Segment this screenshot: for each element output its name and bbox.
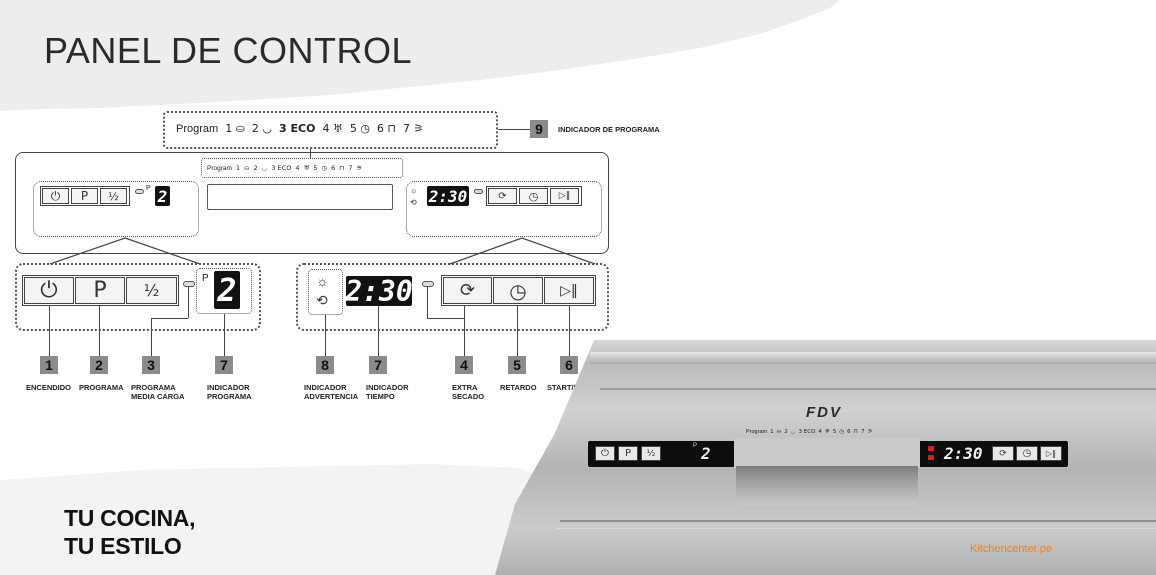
appliance-handle-frame	[734, 438, 920, 468]
program-item-3: 3 ECO	[279, 122, 316, 135]
right-zoom-group	[296, 263, 609, 331]
mini-power-button[interactable]: ⏻	[42, 188, 69, 204]
caption-retardo: RETARDO	[500, 383, 537, 392]
appliance-power-button[interactable]: ⏻	[595, 446, 615, 461]
program-indicator-caption: INDICADOR DE PROGRAMA	[558, 125, 660, 134]
handle-recess	[207, 184, 393, 210]
caption-indicador-advertencia: INDICADOR ADVERTENCIA	[304, 383, 359, 401]
caption-start-pausa: START/PAUSA	[547, 383, 600, 392]
control-panel-overview	[15, 152, 609, 254]
time-display: 2:30	[345, 274, 413, 308]
caption-encendido: ENCENDIDO	[26, 383, 72, 392]
badge-9: 9	[530, 120, 548, 138]
shower-icon: ⚞	[413, 122, 424, 135]
glasses-icon: ⊓	[387, 122, 397, 135]
caption-indicador-programa: INDICADOR PROGRAMA	[207, 383, 252, 401]
delay-button[interactable]: ◷	[493, 277, 543, 304]
mini-p-mark: P	[146, 185, 151, 192]
mini-extra-dry-button[interactable]: ⟳	[488, 188, 517, 204]
appliance-program-button[interactable]: P	[618, 446, 638, 461]
bowl-icon: ◡	[262, 122, 273, 135]
slogan-line-1: TU COCINA,	[64, 505, 196, 531]
caption-indicador-tiempo: INDICADOR TIEMPO	[366, 383, 409, 401]
program-item-4: 4 ♅	[322, 122, 343, 135]
mini-warning-icons: ☼⟲	[410, 186, 418, 207]
program-item-6: 6 ⊓	[376, 122, 397, 135]
caption-extra-secado: EXTRA SECADO	[452, 383, 485, 401]
caption-programa-media-carga: PROGRAMA MEDIA CARGA	[131, 383, 185, 401]
zoom-arrows	[49, 237, 596, 265]
appliance-program-digit: 2	[701, 444, 711, 463]
program-item-1: 1 ⛀	[225, 122, 245, 135]
program-indicator-strip	[163, 111, 498, 149]
program-item-2: 2 ◡	[251, 122, 273, 135]
panel-top-line	[600, 388, 1156, 390]
badge-6: 6	[560, 356, 578, 374]
badge-1: 1	[40, 356, 58, 374]
panel-seam-1	[560, 520, 1156, 522]
warning-indicator-icons: ☼⟲	[316, 273, 329, 308]
program-indicator-row: Program 1 ⛀ 2 ◡ 3 ECO 4 ♅ 5 ◷ 6 ⊓ 7 ⚞	[176, 122, 423, 135]
slogan-line-2: TU ESTILO	[64, 533, 182, 559]
appliance-program-row: Program 1⛀ 2◡ 3 ECO 4♅ 5◷ 6⊓ 7⚞	[746, 429, 873, 435]
half-load-indicator	[183, 281, 195, 287]
appliance-start-pause-button[interactable]: ▷‖	[1040, 446, 1062, 461]
mini-program-button[interactable]: P	[71, 188, 98, 204]
caption-programa: PROGRAMA	[79, 383, 124, 392]
program-label: Program	[176, 122, 219, 135]
badge-2: 2	[90, 356, 108, 374]
program-button[interactable]: P	[75, 277, 125, 304]
mini-program-digit: 2	[155, 186, 170, 206]
mini-half-load-button[interactable]: ½	[100, 188, 127, 204]
start-pause-button[interactable]: ▷‖	[544, 277, 594, 304]
program-item-5: 5 ◷	[349, 122, 370, 135]
mini-start-pause-button[interactable]: ▷‖	[550, 188, 579, 204]
torn-paper-bottom	[0, 464, 580, 575]
led-red-bottom	[928, 455, 934, 460]
power-button[interactable]: ⏻	[24, 277, 74, 304]
watermark: Kitchencenter.pe	[970, 543, 1052, 555]
appliance-extra-dry-button[interactable]: ⟳	[992, 446, 1014, 461]
led-red-top	[928, 446, 934, 451]
torn-paper-top	[0, 0, 840, 111]
pot-icon: ⛀	[235, 122, 245, 135]
clock-90-icon: ◷	[360, 122, 370, 135]
program-item-7: 7 ⚞	[403, 122, 424, 135]
mini-time-display: 2:30	[427, 186, 469, 206]
half-load-button[interactable]: ½	[126, 277, 177, 304]
appliance-half-load-button[interactable]: ½	[641, 446, 661, 461]
appliance-handle	[736, 466, 918, 506]
appliance-p-mark: P	[693, 443, 698, 449]
mini-program-row: Program 1⛀ 2◡ 3 ECO 4♅ 5◷ 6⊓ 7⚞	[207, 164, 363, 172]
badge-5: 5	[508, 356, 526, 374]
badge-7-time: 7	[369, 356, 387, 374]
brand-logo: FDV	[806, 404, 842, 421]
glass-icon: ♅	[332, 122, 343, 135]
left-zoom-group	[15, 263, 261, 331]
panel-top-edge	[590, 352, 1156, 364]
extra-dry-button[interactable]: ⟳	[443, 277, 492, 304]
panel-seam-2	[556, 528, 1156, 529]
badge-7-program: 7	[215, 356, 233, 374]
badge-4: 4	[455, 356, 473, 374]
mini-delay-button[interactable]: ◷	[519, 188, 548, 204]
appliance-time-display: 2:30	[944, 444, 983, 463]
page-title: PANEL DE CONTROL	[44, 30, 413, 71]
appliance-delay-button[interactable]: ◷	[1016, 446, 1038, 461]
p-mark: P	[202, 273, 209, 284]
badge-8: 8	[316, 356, 334, 374]
badge-3: 3	[142, 356, 160, 374]
program-digit-display: 2	[214, 271, 240, 309]
time-indicator	[422, 281, 434, 287]
